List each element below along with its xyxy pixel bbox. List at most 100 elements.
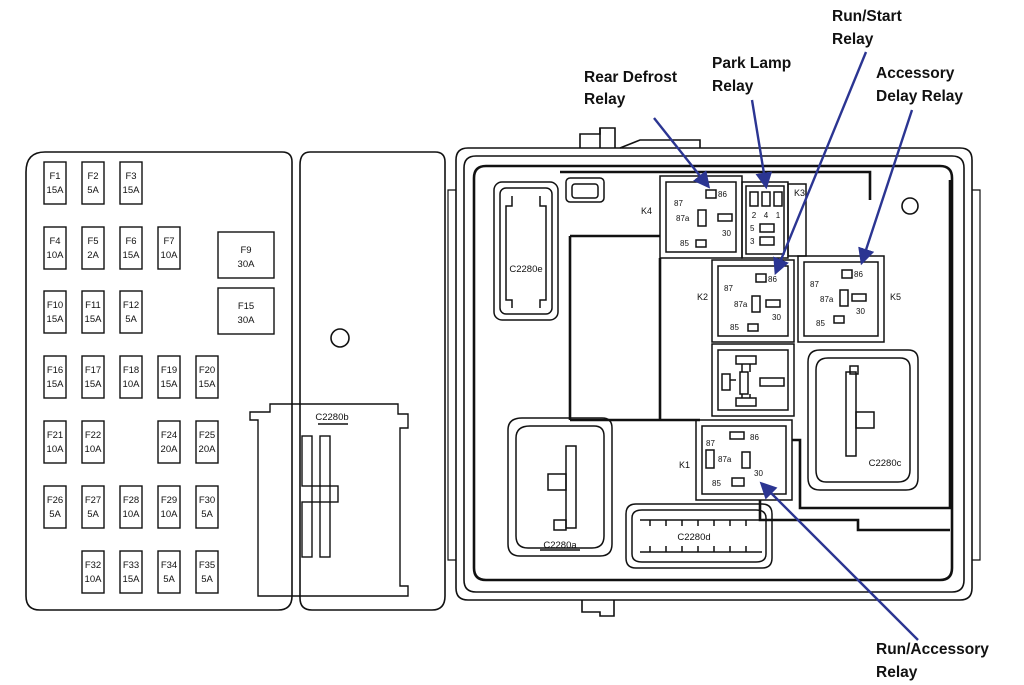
fuse-f4-body: [43, 226, 67, 270]
fuse-f32-rating: 10A: [85, 574, 103, 585]
relay-k4-label: K4: [641, 206, 652, 216]
fuse-f12-body: [119, 290, 143, 334]
fuse-f2-body: [81, 161, 105, 205]
arrow-run-accessory: [759, 481, 919, 641]
relay-k4-pin-30: 30: [722, 229, 731, 238]
connector-c2280e: [493, 177, 605, 321]
fuse-f22-id: F22: [85, 430, 101, 441]
fuse-f29-body: [157, 485, 181, 529]
callout-accessory-delay-line2: Delay Relay: [876, 88, 963, 105]
fuse-f29-id: F29: [161, 495, 177, 506]
callout-park-lamp: Park Lamp Relay: [712, 55, 791, 95]
fuse-f6-rating: 15A: [123, 250, 141, 261]
fuse-f3-body: [119, 161, 143, 205]
relay-k1-label: K1: [679, 460, 690, 470]
relay-k2-pin-86: 86: [768, 275, 777, 284]
relay-k5-pin-86: 86: [854, 270, 863, 279]
fuse-f21-rating: 10A: [47, 444, 65, 455]
fuse-f16-body: [43, 355, 67, 399]
relay-k2: [711, 259, 795, 343]
fuse-f34-body: [157, 550, 181, 594]
fuse-f32-id: F32: [85, 560, 101, 571]
relay-k4-pin-85: 85: [680, 239, 689, 248]
relay-k2-pin-30: 30: [772, 313, 781, 322]
callout-accessory-delay-line1: Accessory: [876, 65, 955, 82]
fuse-f22-body: [81, 420, 105, 464]
relay-k5-pin-30: 30: [856, 307, 865, 316]
fuse-f19-rating: 15A: [161, 379, 179, 390]
fuse-f35-rating: 5A: [201, 574, 213, 585]
fuse-f4-rating: 10A: [47, 250, 65, 261]
connector-c2280d: [625, 503, 773, 569]
fuse-f9-id: F9: [240, 245, 251, 256]
fuse-f26-rating: 5A: [49, 509, 61, 520]
relay-k4: [659, 175, 743, 259]
relay-k5-pin-85: 85: [816, 319, 825, 328]
fuse-f29-rating: 10A: [161, 509, 179, 520]
relay-k5-label: K5: [890, 292, 901, 302]
fuse-f30-rating: 5A: [201, 509, 213, 520]
fuse-f17-body: [81, 355, 105, 399]
relay-k1-pin-87: 87: [706, 439, 715, 448]
fuse-f27-body: [81, 485, 105, 529]
connector-c2280a: [507, 417, 613, 557]
fuse-f24-rating: 20A: [161, 444, 179, 455]
fuse-f24-body: [157, 420, 181, 464]
fuse-f1-rating: 15A: [47, 185, 65, 196]
connector-c2280e-label: C2280e: [509, 264, 542, 275]
relay-k2-pin-87a: 87a: [734, 300, 748, 309]
fuse-f18-id: F18: [123, 365, 139, 376]
fuse-f3-rating: 15A: [123, 185, 141, 196]
relay-k2-label: K2: [697, 292, 708, 302]
arrow-rear-defrost: [653, 117, 711, 189]
fuse-f16-id: F16: [47, 365, 63, 376]
relay-k1-pin-86: 86: [750, 433, 759, 442]
connector-c2280d-label: C2280d: [677, 532, 710, 543]
fuse-f7-body: [157, 226, 181, 270]
relay-k5-pin-87a: 87a: [820, 295, 834, 304]
relay-k5-pin-87: 87: [810, 280, 819, 289]
fuse-f4-id: F4: [49, 236, 60, 247]
fuse-f25-body: [195, 420, 219, 464]
fuse-f32-body: [81, 550, 105, 594]
fuse-f9-rating: 30A: [238, 259, 256, 270]
callout-run-start-line1: Run/Start: [832, 8, 902, 25]
callout-accessory-delay: Accessory Delay Relay: [876, 65, 963, 105]
fuse-f24-id: F24: [161, 430, 177, 441]
callout-arrows: [653, 51, 919, 641]
callout-park-lamp-line1: Park Lamp: [712, 55, 791, 72]
fuse-f7-id: F7: [163, 236, 174, 247]
fuse-f20-id: F20: [199, 365, 215, 376]
relay-k3-pin-1: 1: [776, 211, 781, 220]
relay-k2-pin-87: 87: [724, 284, 733, 293]
relay-k3-pin-3: 3: [750, 237, 755, 246]
callout-rear-defrost: Rear Defrost Relay: [584, 69, 677, 108]
callout-run-accessory: Run/Accessory Relay: [876, 641, 989, 681]
fuse-f10-body: [43, 290, 67, 334]
relay-k3-pin-2: 2: [752, 211, 757, 220]
callout-park-lamp-line2: Relay: [712, 78, 754, 95]
fuse-f15-id: F15: [238, 301, 254, 312]
fuse-f28-body: [119, 485, 143, 529]
relay-k1-pin-85: 85: [712, 479, 721, 488]
fuse-f12-rating: 5A: [125, 314, 137, 325]
